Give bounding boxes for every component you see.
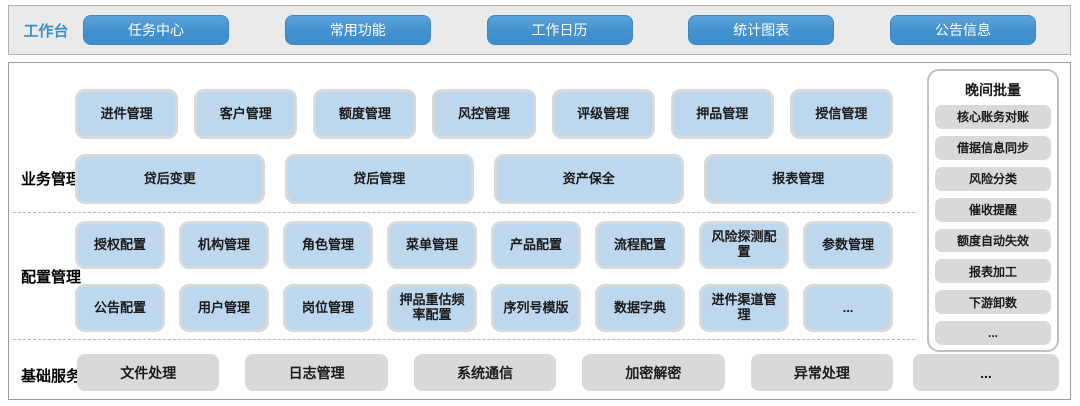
config-row-1: 授权配置 机构管理 角色管理 菜单管理 产品配置 流程配置 风险探测配置 参数管… <box>75 221 893 269</box>
module-intake-channel-management[interactable]: 进件渠道管理 <box>699 284 789 332</box>
night-batch-list: 核心账务对账 借据信息同步 风险分类 催收提醒 额度自动失效 报表加工 下游卸数… <box>935 105 1051 345</box>
module-customer-management[interactable]: 客户管理 <box>194 89 298 139</box>
section-divider <box>13 339 915 340</box>
module-serial-number-template[interactable]: 序列号模版 <box>491 284 581 332</box>
batch-loan-receipt-sync[interactable]: 借据信息同步 <box>935 135 1051 160</box>
tab-announcement-info[interactable]: 公告信息 <box>890 15 1036 45</box>
module-asset-preservation[interactable]: 资产保全 <box>494 154 684 204</box>
module-product-config[interactable]: 产品配置 <box>491 221 581 269</box>
module-workflow-config[interactable]: 流程配置 <box>595 221 685 269</box>
module-credit-management[interactable]: 授信管理 <box>789 89 893 139</box>
module-user-management[interactable]: 用户管理 <box>179 284 269 332</box>
main-panel: 业务管理 配置管理 基础服务 进件管理 客户管理 额度管理 风控管理 评级管理 … <box>8 62 1071 400</box>
module-collateral-management[interactable]: 押品管理 <box>670 89 774 139</box>
workbench-bar: 工作台 任务中心 常用功能 工作日历 统计图表 公告信息 <box>8 5 1071 55</box>
module-position-management[interactable]: 岗位管理 <box>283 284 373 332</box>
service-more[interactable]: ... <box>913 354 1059 391</box>
module-post-loan-management[interactable]: 贷后管理 <box>284 154 474 204</box>
batch-downstream-data-export[interactable]: 下游卸数 <box>935 290 1051 315</box>
tab-task-center[interactable]: 任务中心 <box>83 15 229 45</box>
module-announcement-config[interactable]: 公告配置 <box>75 284 165 332</box>
module-quota-management[interactable]: 额度管理 <box>313 89 417 139</box>
module-post-loan-change[interactable]: 贷后变更 <box>75 154 265 204</box>
night-batch-panel: 晚间批量 核心账务对账 借据信息同步 风险分类 催收提醒 额度自动失效 报表加工… <box>927 69 1059 352</box>
section-label-config: 配置管理 <box>20 269 81 286</box>
batch-more[interactable]: ... <box>935 321 1051 345</box>
workbench-tabs: 任务中心 常用功能 工作日历 统计图表 公告信息 <box>83 15 1070 45</box>
module-menu-management[interactable]: 菜单管理 <box>387 221 477 269</box>
module-authorization-config[interactable]: 授权配置 <box>75 221 165 269</box>
module-config-more[interactable]: ... <box>803 284 893 332</box>
config-row-2: 公告配置 用户管理 岗位管理 押品重估频率配置 序列号模版 数据字典 进件渠道管… <box>75 284 893 332</box>
batch-quota-auto-expiry[interactable]: 额度自动失效 <box>935 228 1051 253</box>
business-row-2: 贷后变更 贷后管理 资产保全 报表管理 <box>75 154 893 204</box>
service-system-communication[interactable]: 系统通信 <box>413 354 557 391</box>
tab-common-functions[interactable]: 常用功能 <box>284 15 431 45</box>
module-collateral-revaluation-frequency-config[interactable]: 押品重估频率配置 <box>387 284 477 332</box>
module-parameter-management[interactable]: 参数管理 <box>803 221 893 269</box>
batch-core-account-reconciliation[interactable]: 核心账务对账 <box>935 105 1051 129</box>
module-report-management[interactable]: 报表管理 <box>703 154 893 204</box>
night-batch-title: 晚间批量 <box>965 82 1021 98</box>
section-label-base-services: 基础服务 <box>20 368 81 385</box>
section-divider <box>13 212 915 213</box>
service-exception-handling[interactable]: 异常处理 <box>750 354 894 391</box>
service-encryption-decryption[interactable]: 加密解密 <box>582 354 725 391</box>
section-label-business: 业务管理 <box>20 171 81 188</box>
batch-risk-classification[interactable]: 风险分类 <box>935 166 1051 191</box>
module-risk-detection-config[interactable]: 风险探测配置 <box>699 221 789 269</box>
service-log-management[interactable]: 日志管理 <box>245 354 388 391</box>
module-rating-management[interactable]: 评级管理 <box>551 89 655 139</box>
batch-report-processing[interactable]: 报表加工 <box>935 259 1051 284</box>
module-role-management[interactable]: 角色管理 <box>283 221 373 269</box>
module-intake-management[interactable]: 进件管理 <box>75 89 179 139</box>
base-services-row: 文件处理 日志管理 系统通信 加密解密 异常处理 <box>77 354 894 391</box>
service-file-processing[interactable]: 文件处理 <box>77 354 220 391</box>
module-organization-management[interactable]: 机构管理 <box>179 221 269 269</box>
module-risk-control-management[interactable]: 风控管理 <box>432 89 536 139</box>
batch-collection-reminder[interactable]: 催收提醒 <box>935 197 1051 222</box>
business-row-1: 进件管理 客户管理 额度管理 风控管理 评级管理 押品管理 授信管理 <box>75 89 893 139</box>
workbench-label: 工作台 <box>23 22 69 40</box>
tab-work-calendar[interactable]: 工作日历 <box>486 15 633 45</box>
module-data-dictionary[interactable]: 数据字典 <box>595 284 685 332</box>
tab-statistics-charts[interactable]: 统计图表 <box>688 15 835 45</box>
